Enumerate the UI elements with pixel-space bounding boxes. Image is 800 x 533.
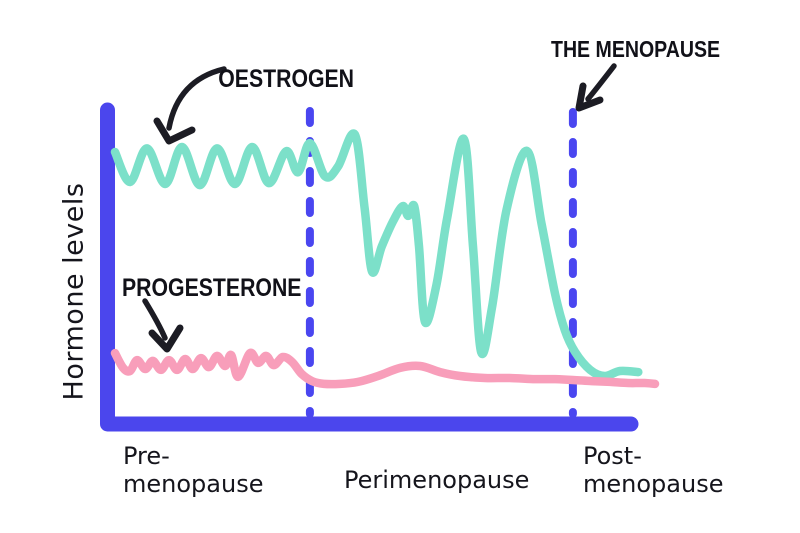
oestrogen-curve	[110, 129, 643, 381]
axis-line	[100, 102, 639, 432]
phase-label-peri: Perimenopause	[344, 466, 530, 494]
oestrogen-arrow-icon	[153, 66, 227, 145]
progesterone-label: PROGESTERONE	[122, 274, 302, 302]
menopause-label: THE MENOPAUSE	[551, 36, 721, 62]
phase-label-post: Post- menopause	[583, 442, 723, 498]
phase-label-post-line1: Post-	[583, 442, 642, 470]
y-axis-label: Hormone levels	[58, 182, 90, 401]
oestrogen-label: OESTROGEN	[218, 65, 355, 93]
phase-label-pre-line2: menopause	[123, 470, 264, 498]
phase-label-post-line2: menopause	[583, 470, 724, 498]
progesterone-arrow-icon	[142, 298, 184, 353]
menopause-arrow-icon	[575, 63, 617, 112]
phase-label-pre-line1: Pre-	[123, 442, 170, 470]
progesterone-curve	[110, 348, 660, 389]
phase-label-pre: Pre- menopause	[123, 442, 263, 498]
